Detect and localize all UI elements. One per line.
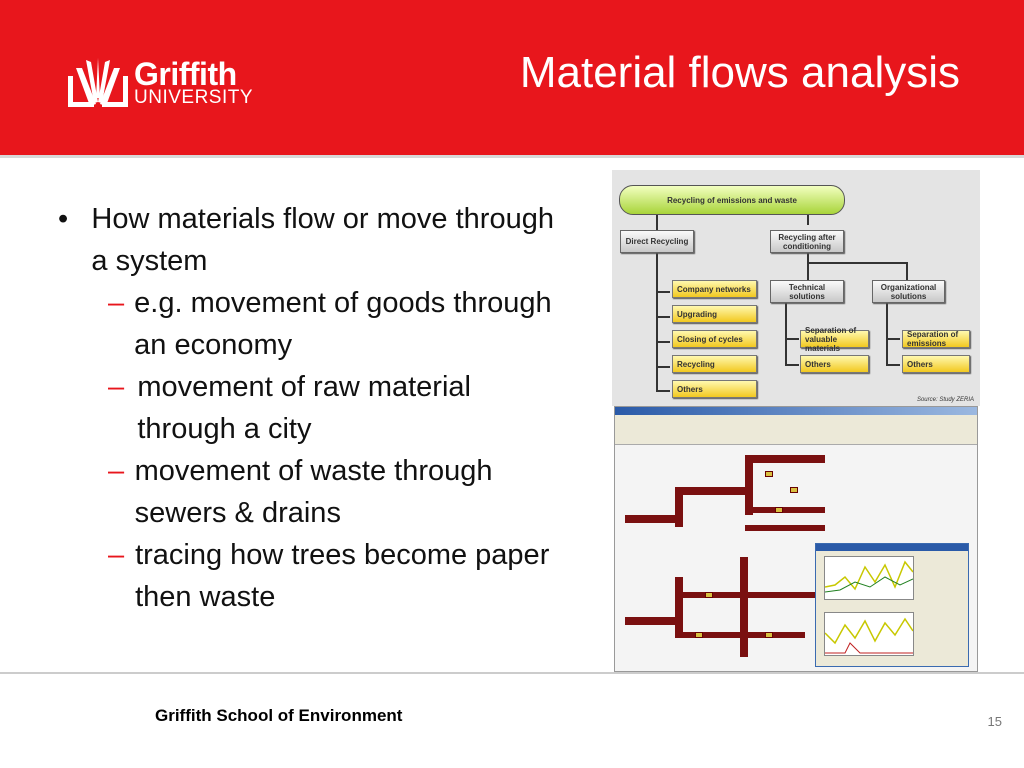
diagram-item: Separation of valuable materials	[800, 326, 869, 353]
diagram-item: Others	[800, 355, 869, 373]
sub-bullet-text: movement of waste through sewers & drain…	[134, 455, 493, 529]
footer-divider	[0, 672, 1024, 674]
griffith-logo: Griffith UNIVERSITY	[68, 58, 253, 108]
sub-bullet: –movement of waste through sewers & drai…	[58, 450, 558, 534]
logo-griffith: Griffith	[134, 56, 237, 92]
diagram-direct: Direct Recycling	[620, 230, 694, 253]
bullet-text: How materials flow or move through a sys…	[91, 203, 554, 277]
software-screenshot	[614, 406, 978, 672]
bullet-icon: •	[58, 203, 69, 235]
logo-university: UNIVERSITY	[134, 87, 254, 108]
sub-bullet: –tracing how trees become paper then was…	[58, 534, 558, 618]
dash-icon: –	[108, 455, 125, 487]
diagram-item: Closing of cycles	[672, 330, 757, 348]
window-titlebar	[615, 407, 977, 415]
header-divider	[0, 155, 1024, 158]
diagram-item: Others	[672, 380, 757, 398]
slide-title: Material flows analysis	[519, 48, 960, 97]
diagram-item: Separation of emissions	[902, 330, 970, 348]
chart-window	[815, 543, 969, 667]
sub-bullet: –movement of raw material through a city	[58, 366, 558, 450]
diagram-root: Recycling of emissions and waste	[619, 185, 845, 215]
footer-school: Griffith School of Environment	[155, 706, 403, 725]
diagram-item: Recycling	[672, 355, 757, 373]
sub-bullet-text: tracing how trees become paper then wast…	[135, 539, 550, 613]
window-toolbar	[615, 415, 977, 445]
sub-bullet-text: e.g. movement of goods through an econom…	[134, 287, 552, 361]
dash-icon: –	[108, 287, 125, 319]
book-flame-icon	[68, 58, 128, 107]
page-number: 15	[987, 714, 1002, 729]
diagram-item: Upgrading	[672, 305, 757, 323]
sub-bullet: –e.g. movement of goods through an econo…	[58, 282, 558, 366]
dash-icon: –	[108, 371, 125, 403]
bullet-item: • How materials flow or move through a sy…	[58, 198, 558, 282]
recycling-diagram: Recycling of emissions and waste Direct …	[612, 170, 980, 406]
slide-header: Griffith UNIVERSITY Material flows analy…	[0, 0, 1024, 155]
diagram-technical: Technical solutions	[770, 280, 844, 303]
bullet-list: • How materials flow or move through a sy…	[58, 198, 558, 618]
diagram-item: Company networks	[672, 280, 757, 298]
diagram-after: Recycling after conditioning	[770, 230, 844, 253]
diagram-source: Source: Study ZERIA	[916, 397, 974, 403]
diagram-item: Others	[902, 355, 970, 373]
dash-icon: –	[108, 539, 125, 571]
sub-bullet-text: movement of raw material through a city	[137, 371, 471, 445]
diagram-organizational: Organizational solutions	[872, 280, 945, 303]
